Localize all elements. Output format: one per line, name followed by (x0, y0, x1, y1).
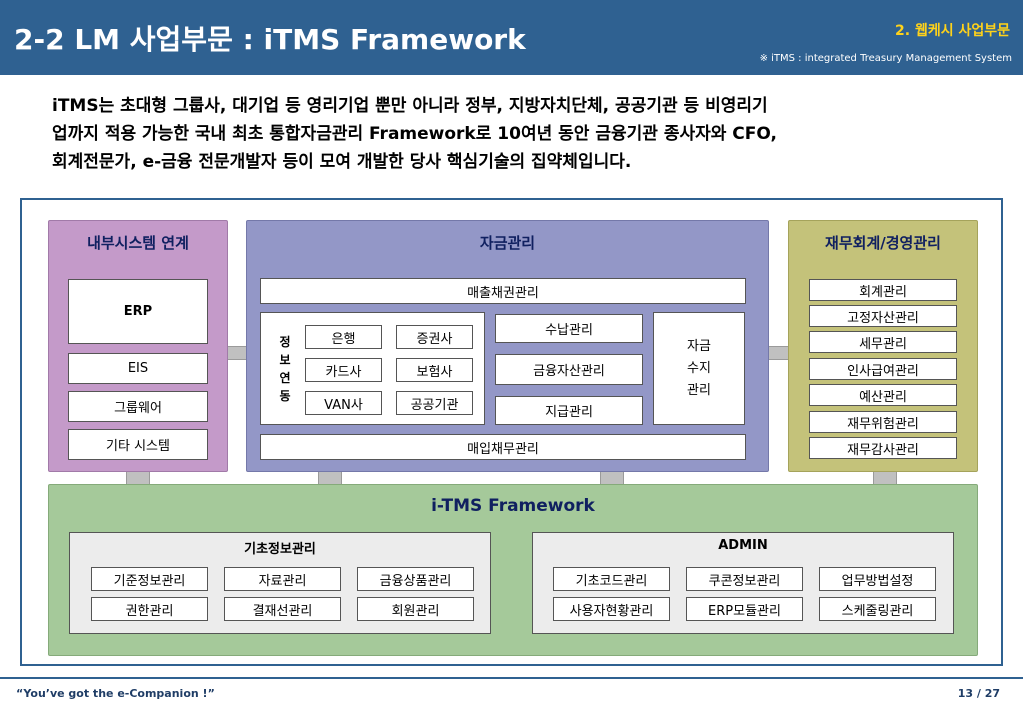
admin-item-erp-module: ERP모듈관리 (686, 597, 803, 621)
finance-item-audit: 재무감사관리 (809, 437, 957, 459)
internal-system-title: 내부시스템 연계 (87, 234, 189, 252)
erp-box: ERP (68, 279, 208, 344)
section-label: 2. 웹케시 사업부문 (895, 23, 1010, 39)
finance-item-budget: 예산관리 (809, 384, 957, 406)
footer-slogan: “You’ve got the e-Companion !” (16, 687, 215, 700)
connector-internal-funds (226, 346, 248, 360)
funds-management-title: 자금관리 (479, 234, 536, 252)
info-public-box: 공공기관 (396, 391, 473, 415)
receivables-box: 매출채권관리 (260, 278, 746, 304)
financial-asset-box: 금융자산관리 (495, 354, 643, 385)
basic-info-title: 기초정보관리 (244, 542, 316, 557)
admin-item-base-code: 기초코드관리 (553, 567, 670, 591)
info-label-char: 동 (279, 389, 291, 403)
page-title: 2-2 LM 사업부문 : iTMS Framework (14, 23, 526, 56)
other-system-box: 기타 시스템 (68, 429, 208, 460)
basic-item-standard-info: 기준정보관리 (91, 567, 208, 591)
header-bar (0, 0, 1023, 75)
connector-funds-finance (767, 346, 790, 360)
basic-item-financial-product: 금융상품관리 (357, 567, 474, 591)
finance-item-payroll: 인사급여관리 (809, 358, 957, 380)
basic-item-permission: 권한관리 (91, 597, 208, 621)
intro-line-1: iTMS는 초대형 그룹사, 대기업 등 영리기업 뿐만 아니라 정부, 지방자… (52, 96, 768, 116)
info-label-char: 연 (279, 371, 291, 385)
page-number: 13 / 27 (957, 687, 1000, 700)
collection-box: 수납관리 (495, 314, 643, 343)
finance-management-title: 재무회계/경영관리 (825, 234, 941, 252)
finance-item-risk: 재무위험관리 (809, 411, 957, 433)
intro-line-2: 업까지 적용 가능한 국내 최초 통합자금관리 Framework로 10여년 … (52, 124, 777, 144)
payment-box: 지급관리 (495, 396, 643, 425)
info-label-char: 보 (279, 353, 291, 367)
itms-framework-title: i-TMS Framework (431, 496, 595, 516)
admin-item-work-method: 업무방법설정 (819, 567, 936, 591)
finance-item-accounting: 회계관리 (809, 279, 957, 301)
info-label-char: 정 (279, 335, 291, 349)
info-insurance-box: 보험사 (396, 358, 473, 382)
intro-paragraph: iTMS는 초대형 그룹사, 대기업 등 영리기업 뿐만 아니라 정부, 지방자… (52, 92, 992, 176)
admin-title: ADMIN (718, 538, 768, 553)
info-securities-box: 증권사 (396, 325, 473, 349)
cashflow-box: 자금 수지 관리 (653, 312, 745, 425)
eis-box: EIS (68, 353, 208, 384)
cashflow-line: 자금 (687, 338, 711, 354)
info-card-box: 카드사 (305, 358, 382, 382)
payables-box: 매입채무관리 (260, 434, 746, 460)
groupware-box: 그룹웨어 (68, 391, 208, 422)
admin-item-scheduling: 스케줄링관리 (819, 597, 936, 621)
info-van-box: VAN사 (305, 391, 382, 415)
acronym-note: ※ iTMS : integrated Treasury Management … (759, 53, 1012, 64)
finance-item-tax: 세무관리 (809, 331, 957, 353)
finance-item-fixed-assets: 고정자산관리 (809, 305, 957, 327)
admin-item-coocon-info: 쿠콘정보관리 (686, 567, 803, 591)
info-bank-box: 은행 (305, 325, 382, 349)
info-link-label: 정 보 연 동 (277, 333, 293, 405)
admin-item-user-status: 사용자현황관리 (553, 597, 670, 621)
cashflow-line: 수지 (687, 360, 711, 376)
basic-item-approval-line: 결재선관리 (224, 597, 341, 621)
footer-divider (0, 677, 1023, 679)
basic-item-data: 자료관리 (224, 567, 341, 591)
cashflow-line: 관리 (687, 382, 711, 398)
basic-item-member: 회원관리 (357, 597, 474, 621)
intro-line-3: 회계전문가, e-금융 전문개발자 등이 모여 개발한 당사 핵심기술의 집약체… (52, 152, 632, 172)
